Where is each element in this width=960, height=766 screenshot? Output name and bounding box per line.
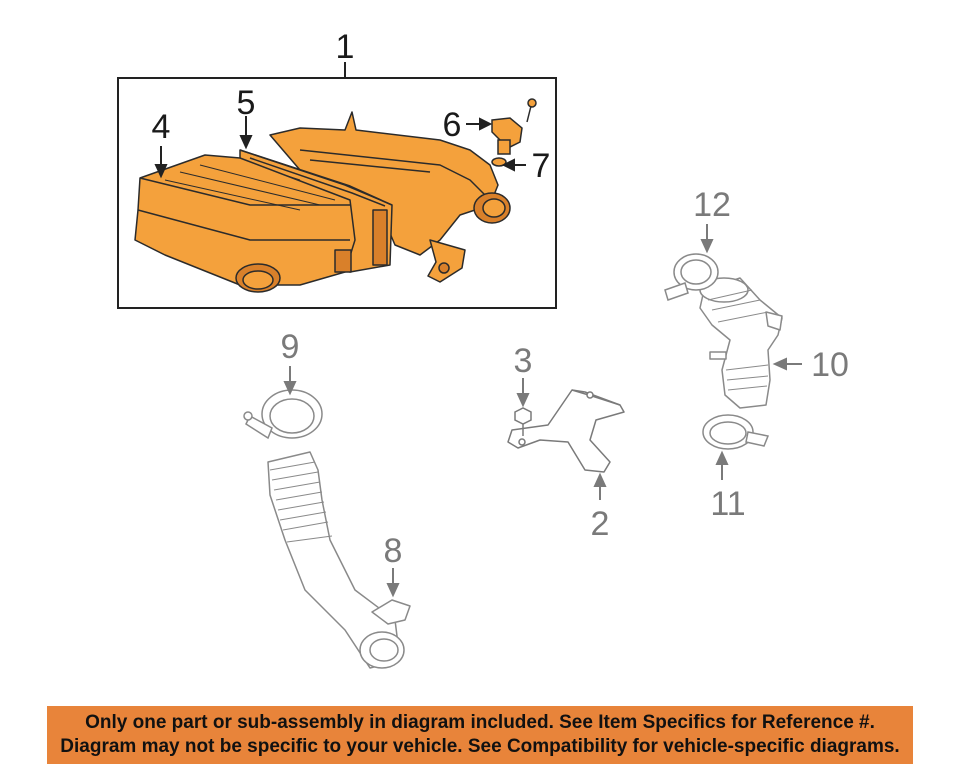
callout-arrows-mid bbox=[516, 378, 607, 500]
callout-5: 5 bbox=[237, 84, 256, 122]
callout-6: 6 bbox=[443, 106, 462, 144]
callout-arrows-top bbox=[154, 116, 526, 179]
air-duct bbox=[699, 277, 783, 409]
callout-2: 2 bbox=[591, 505, 610, 543]
callout-8: 8 bbox=[384, 532, 403, 570]
screw bbox=[526, 98, 537, 123]
callout-7: 7 bbox=[532, 147, 551, 185]
disclaimer-line-1: Only one part or sub-assembly in diagram… bbox=[85, 712, 875, 733]
callout-arrows-right bbox=[700, 224, 802, 480]
mass-air-sensor bbox=[491, 117, 523, 155]
callout-10: 10 bbox=[811, 346, 849, 384]
hose-clamp-9 bbox=[243, 389, 323, 440]
callout-arrows-left bbox=[283, 366, 400, 598]
hose-clamp-12 bbox=[664, 253, 719, 301]
callout-9: 9 bbox=[281, 328, 300, 366]
assembly-frame bbox=[117, 77, 557, 309]
o-ring bbox=[491, 157, 507, 167]
disclaimer-banner: Only one part or sub-assembly in diagram… bbox=[47, 706, 913, 764]
callout-11: 11 bbox=[710, 485, 745, 523]
callout-3: 3 bbox=[514, 342, 533, 380]
air-cleaner-housing bbox=[134, 111, 511, 293]
bracket bbox=[507, 389, 625, 473]
hose-clamp-11 bbox=[702, 414, 770, 450]
callout-12: 12 bbox=[693, 186, 731, 224]
callout-4: 4 bbox=[152, 108, 171, 146]
intake-hose bbox=[267, 451, 411, 669]
disclaimer-line-2: Diagram may not be specific to your vehi… bbox=[60, 736, 900, 757]
bolt bbox=[514, 407, 532, 436]
callout-1: 1 bbox=[336, 28, 355, 66]
